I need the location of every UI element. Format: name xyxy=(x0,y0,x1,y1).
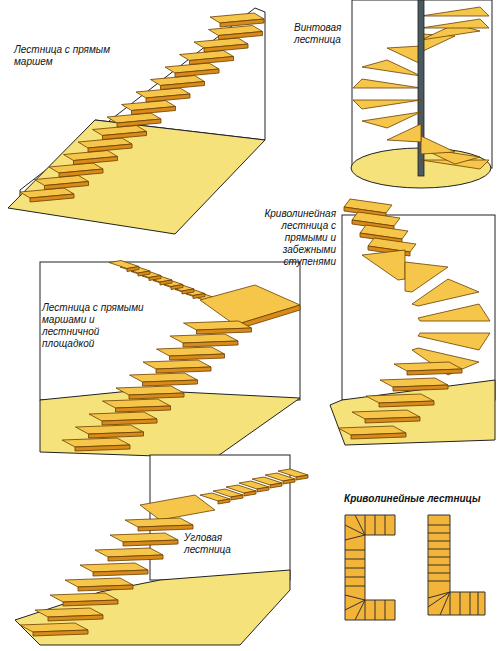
stair-type-label: Криволинейная лестница с прямыми и забеж… xyxy=(254,208,336,268)
stair-type-label: Угловая лестница xyxy=(184,532,244,556)
winder-stair xyxy=(330,199,495,445)
stair-type-label: Винтовая лестница xyxy=(294,22,348,46)
straight-stair xyxy=(8,8,265,234)
stair-plans xyxy=(345,515,485,620)
spiral-stair xyxy=(351,0,492,188)
landing-stair xyxy=(40,261,300,459)
stair-type-label: Лестница с прямым маршем xyxy=(14,44,114,68)
stair-type-label: Криволинейные лестницы xyxy=(344,493,494,505)
stair-type-label: Лестница с прямыми маршами и лестничной … xyxy=(42,302,144,350)
corner-stair xyxy=(15,455,308,645)
